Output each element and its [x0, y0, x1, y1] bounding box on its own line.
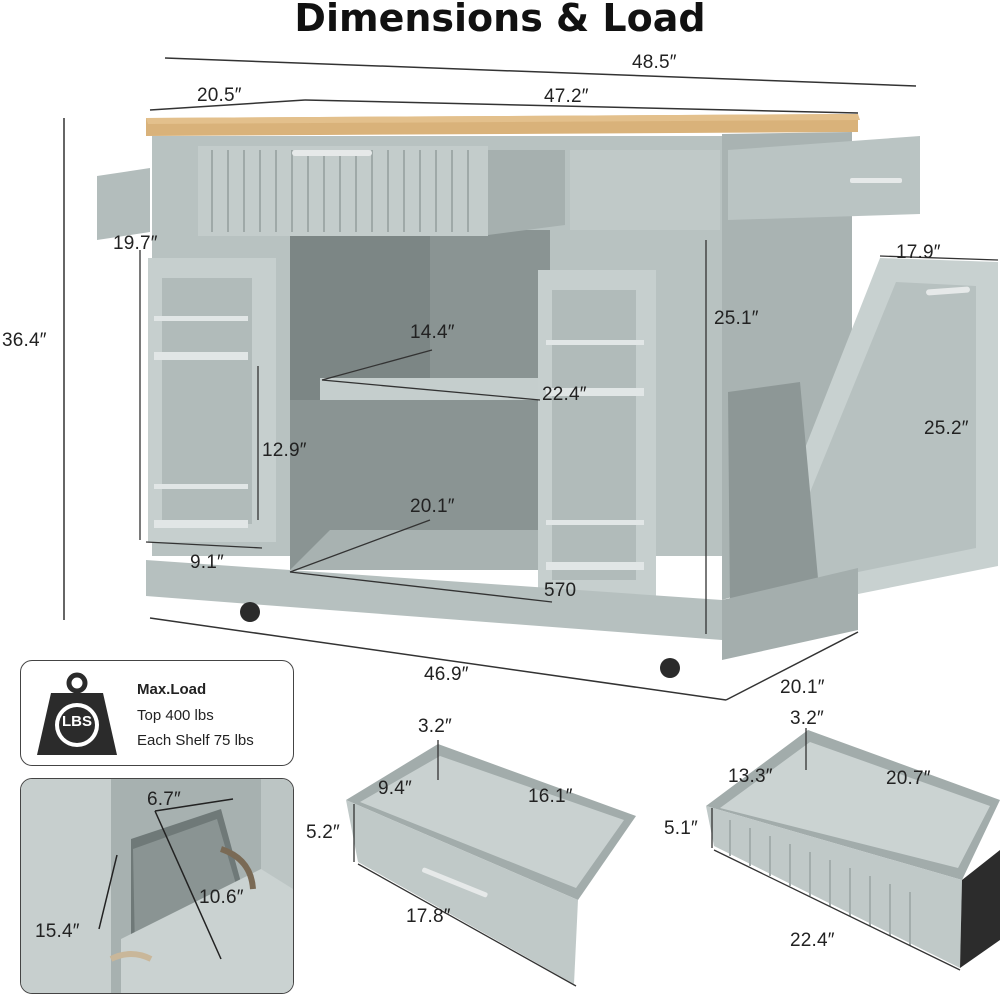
- small-drawer-inner-depth: 9.4″: [378, 778, 412, 799]
- small-drawer-front-width: 17.8″: [406, 906, 451, 927]
- dim-shelf-width: 22.4″: [542, 384, 587, 405]
- large-drawer-side-height: 5.1″: [664, 818, 698, 839]
- dim-height: 36.4″: [2, 330, 47, 351]
- weight-icon: [37, 672, 117, 755]
- bin-top-dim: 6.7″: [147, 789, 181, 810]
- small-drawer-side-height: 5.2″: [306, 822, 340, 843]
- trash-bin-inset: 6.7″ 10.6″ 15.4″: [20, 778, 294, 994]
- dim-rack-width: 9.1″: [190, 552, 224, 573]
- dim-floor-width: 570: [544, 580, 577, 601]
- max-load-shelf: Each Shelf 75 lbs: [137, 732, 254, 749]
- small-drawer-inner-width: 16.1″: [528, 786, 573, 807]
- trash-bin-illustration: [21, 779, 293, 993]
- page-title: Dimensions & Load: [294, 0, 706, 40]
- max-load-heading: Max.Load: [137, 681, 207, 698]
- bin-height-dim: 15.4″: [35, 921, 80, 942]
- dim-top-width: 47.2″: [544, 86, 589, 107]
- max-load-top: Top 400 lbs: [137, 707, 214, 724]
- dim-base-depth: 20.1″: [780, 677, 825, 698]
- dim-bin-door-height: 25.2″: [924, 418, 969, 439]
- large-drawer-front-width: 22.4″: [790, 930, 835, 951]
- max-load-card: LBS Max.Load Top 400 lbs Each Shelf 75 l…: [20, 660, 294, 766]
- dim-shelf-depth: 14.4″: [410, 322, 455, 343]
- dim-top-depth: 20.5″: [197, 85, 242, 106]
- small-drawer-top-height: 3.2″: [418, 716, 452, 737]
- lbs-badge: LBS: [62, 713, 92, 730]
- dim-side-drawer-depth: 19.7″: [113, 233, 158, 254]
- dim-cabinet-height: 25.1″: [714, 308, 759, 329]
- dim-rack-height: 12.9″: [262, 440, 307, 461]
- bin-side-dim: 10.6″: [199, 887, 244, 908]
- dim-base-width: 46.9″: [424, 664, 469, 685]
- dim-floor-depth: 20.1″: [410, 496, 455, 517]
- dim-total-width: 48.5″: [632, 52, 677, 73]
- large-drawer-inner-depth: 13.3″: [728, 766, 773, 787]
- large-drawer-inner-width: 20.7″: [886, 768, 931, 789]
- large-drawer-top-height: 3.2″: [790, 708, 824, 729]
- dim-bin-door-width: 17.9″: [896, 242, 941, 263]
